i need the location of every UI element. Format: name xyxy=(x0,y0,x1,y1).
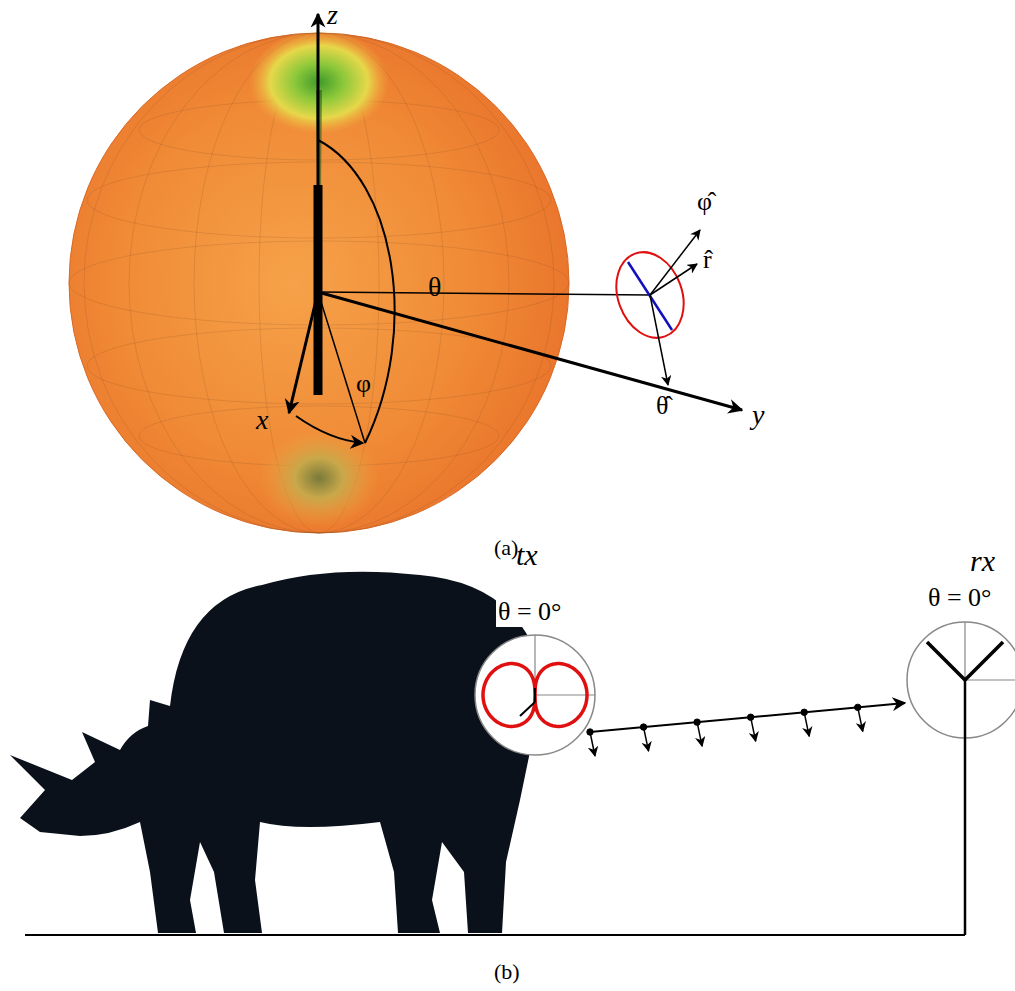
panel-label: (a) xyxy=(494,536,518,560)
symbol-label: φ xyxy=(356,370,371,399)
rx-antenna xyxy=(907,622,1015,935)
symbol-label: θ xyxy=(428,272,441,303)
coordinate-axes xyxy=(289,14,742,443)
field-arrow xyxy=(804,712,809,736)
field-arrow xyxy=(590,732,595,756)
polarization-vectors xyxy=(318,230,700,385)
ground-line xyxy=(25,934,965,936)
field-arrow xyxy=(644,727,649,751)
symbol-label: x xyxy=(256,405,268,436)
tx-antenna-pattern xyxy=(475,635,595,755)
symbol-label: rx xyxy=(970,544,995,577)
symbol-label: y xyxy=(752,400,764,431)
field-arrow xyxy=(751,717,756,741)
symbol-label: r̂ xyxy=(703,246,712,275)
symbol-label: φ̂ xyxy=(697,188,712,217)
rhino-silhouette xyxy=(10,572,542,933)
panel-label: (b) xyxy=(494,960,520,984)
field-arrow xyxy=(697,722,702,746)
symbol-label: θ = 0° xyxy=(926,584,994,613)
field-arrow xyxy=(858,707,863,731)
symbol-label: tx xyxy=(516,538,538,571)
symbol-label: θ = 0° xyxy=(496,598,564,627)
symbol-label: θ̂ xyxy=(656,392,668,421)
symbol-label: z xyxy=(327,0,338,31)
propagating-wave xyxy=(587,703,905,756)
